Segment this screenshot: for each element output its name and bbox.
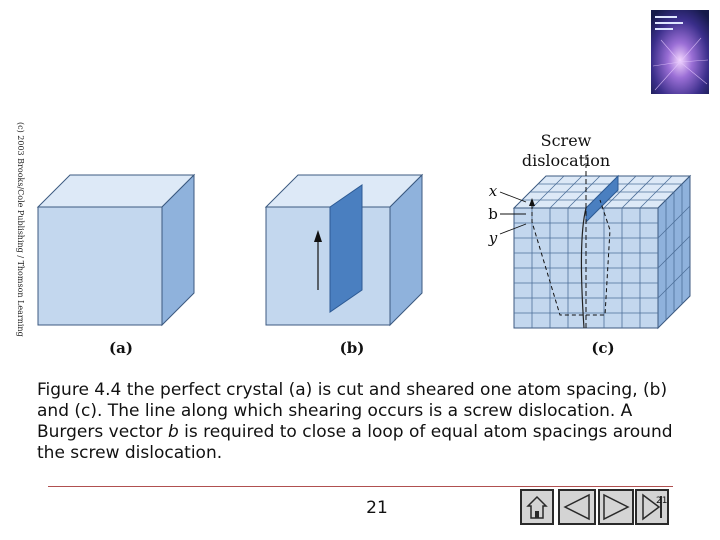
forward-arrow-icon bbox=[603, 493, 630, 521]
panel-a-label: (a) bbox=[109, 339, 133, 357]
copyright-notice: (c) 2003 Brooks/Cole Publishing / Thomso… bbox=[10, 122, 40, 337]
home-icon bbox=[526, 495, 548, 519]
x-label: x bbox=[489, 182, 498, 200]
footer-divider bbox=[48, 486, 673, 487]
perfect-crystal-cube bbox=[36, 173, 196, 327]
panel-c-label: (c) bbox=[591, 339, 614, 357]
page-number: 21 bbox=[366, 498, 388, 518]
slip-plane bbox=[329, 184, 363, 313]
shear-arrow bbox=[314, 230, 322, 290]
cut-crystal-cube bbox=[264, 173, 424, 327]
last-slide-number: 21 bbox=[656, 496, 667, 506]
dislocation-label: dislocation bbox=[522, 151, 610, 170]
last-page-icon: 21 bbox=[642, 493, 667, 521]
next-slide-button[interactable] bbox=[598, 489, 634, 525]
screw-label: Screw bbox=[541, 131, 592, 150]
home-button[interactable] bbox=[520, 489, 554, 525]
sheared-step bbox=[585, 174, 619, 224]
caption-text-1: Figure 4.4 the perfect crystal (a) is cu… bbox=[37, 380, 668, 442]
book-cover-image bbox=[651, 10, 709, 94]
y-label: y bbox=[488, 229, 498, 247]
last-slide-button[interactable]: 21 bbox=[635, 489, 669, 525]
back-arrow-icon bbox=[563, 493, 590, 521]
previous-slide-button[interactable] bbox=[558, 489, 596, 525]
screw-dislocation-cube bbox=[512, 155, 692, 330]
b-label: b bbox=[488, 205, 498, 223]
crystal-figure: (a) (b) bbox=[36, 131, 692, 357]
caption-text-2: is required to close a loop of equal ato… bbox=[37, 422, 673, 463]
figure-caption: Figure 4.4 the perfect crystal (a) is cu… bbox=[37, 380, 697, 464]
copyright-text: (c) 2003 Brooks/Cole Publishing / Thomso… bbox=[16, 122, 25, 337]
label-pointers bbox=[499, 191, 527, 235]
panel-b-label: (b) bbox=[340, 339, 365, 357]
burgers-vector-symbol: b bbox=[167, 422, 179, 442]
